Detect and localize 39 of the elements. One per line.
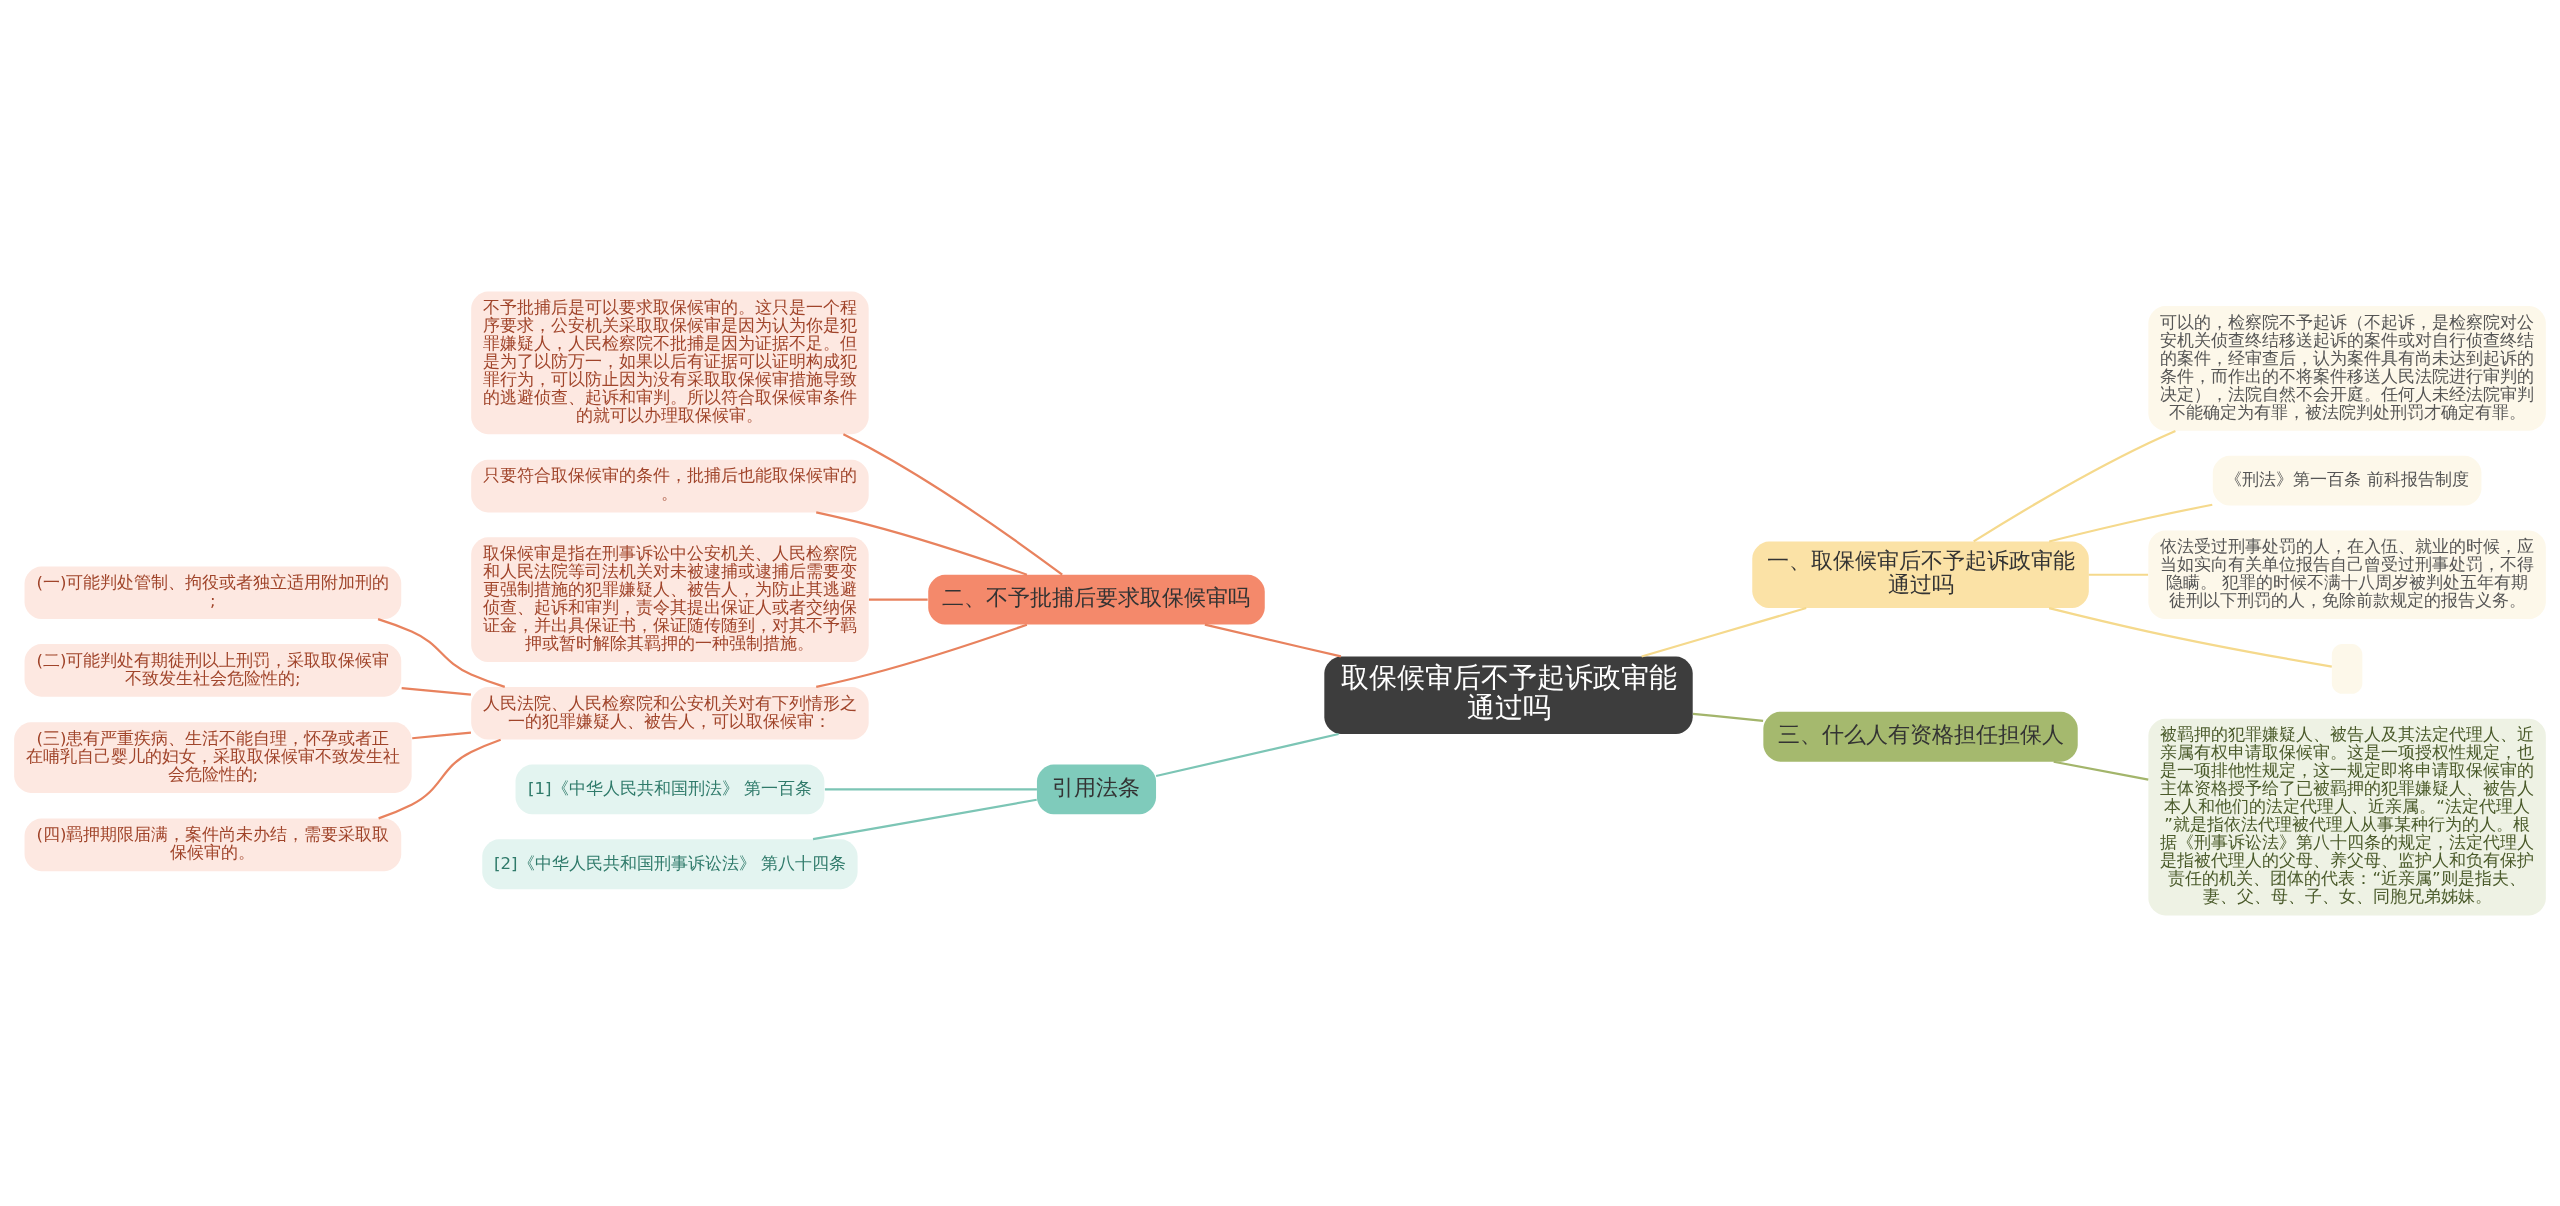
connector: [1692, 712, 1764, 722]
connector: [2088, 573, 2149, 576]
node-box: 人民法院、人民检察院和公安机关对有下列情形之一的犯罪嫌疑人、被告人，可以取保候审：: [471, 686, 869, 740]
node-box: 《刑法》第一百条 前科报告制度: [2212, 455, 2482, 505]
node-box: 只要符合取保候审的条件，批捕后也能取保候审的。: [471, 459, 869, 512]
connector: [2053, 760, 2149, 781]
connector: [377, 617, 506, 688]
node-box: 可以的，检察院不予起诉（不起诉，是检察院对公安机关侦查终结移送起诉的案件或对自行侦查终结的案件，经审查后，认为案件具有尚未达到起诉的条件，而作出的不将案件移送人民法院进行审判的决定），法院自然不会开庭。任何人未经法院审判不能确定为有罪，被法院判处刑罚才确定有罪。: [2148, 305, 2546, 431]
connector: [868, 598, 928, 601]
connector: [1155, 732, 1339, 777]
connector: [378, 738, 502, 819]
connector: [824, 787, 1037, 791]
node-box: [2331, 643, 2363, 694]
node-box: [2]《中华人民共和国刑事诉讼法》 第八十四条: [482, 838, 858, 889]
node-box: 被羁押的犯罪嫌疑人、被告人及其法定代理人、近亲属有权申请取保候审。这是一项授权性规定，也是一项排他性规定，这一规定即将申请取保候审的主体资格授予给了已被羁押的犯罪嫌疑人、被告人本人和他们的法定代理人、近亲属。“法定代理人”就是指依法代理被代理人从事某种行为的人。根据《刑事诉讼法》第八十四条的规定，法定代理人是指被代理人的父母、养父母、监护人和负有保护责任的机关、团体的代表：“近亲属”则是指夫、妻、父、母、子、女、同胞兄弟姊妹。: [2148, 718, 2546, 915]
connector: [2048, 503, 2213, 543]
node-box: 取保候审后不予起诉政审能通过吗: [1324, 655, 1693, 734]
connector: [1973, 429, 2176, 542]
node-box: [1]《中华人民共和国刑法》 第一百条: [515, 764, 825, 814]
connector: [1204, 623, 1342, 658]
node-box: 依法受过刑事处罚的人，在入伍、就业的时候，应当如实向有关单位报告自己曾受过刑事处罚，不得隐瞒。 犯罪的时候不满十八周岁被判处五年有期徒刑以下刑罚的人，免除前款规定的报告义务。: [2148, 529, 2546, 619]
node-box: (四)羁押期限届满，案件尚未办结，需要采取取保候审的。: [24, 818, 402, 871]
connector: [2048, 606, 2332, 668]
node-box: (三)患有严重疾病、生活不能自理，怀孕或者正在哺乳自己婴儿的妇女，采取取保候审不致发生社会危险性的;: [14, 721, 412, 793]
node-box: 二、不予批捕后要求取保候审吗: [928, 574, 1265, 625]
connector: [401, 686, 472, 696]
node-box: 不予批捕后是可以要求取保候审的。这只是一个程序要求，公安机关采取取保候审是因为认为你是犯罪嫌疑人，人民检察院不批捕是因为证据不足。但是为了以防万一，如果以后有证据可以证明构成犯罪行为，可以防止因为没有采取取保候审措施导致的逃避侦查、起诉和审判。所以符合取保候审条件的就可以办理取保候审。: [471, 291, 869, 434]
connector: [816, 510, 1028, 576]
connector: [812, 798, 1037, 840]
connector: [412, 730, 472, 739]
node-box: 引用法条: [1036, 764, 1157, 814]
node-box: 一、取保候审后不予起诉政审能通过吗: [1752, 541, 2089, 608]
node-box: 三、什么人有资格担任担保人: [1763, 711, 2078, 762]
node-box: (一)可能判处管制、拘役或者独立适用附加刑的;: [24, 565, 402, 619]
connector: [842, 432, 1063, 576]
connector: [1641, 606, 1807, 658]
connector: [816, 623, 1028, 688]
node-box: 取保候审是指在刑事诉讼中公安机关、人民检察院和人民法院等司法机关对未被逮捕或逮捕后需要变更强制措施的犯罪嫌疑人、被告人，为防止其逃避侦查、起诉和审判，责令其提出保证人或者交纳保证金，并出具保证书，保证随传随到，对其不予羁押或暂时解除其羁押的一种强制措施。: [471, 536, 869, 662]
node-box: (二)可能判处有期徒刑以上刑罚，采取取保候审不致发生社会危险性的;: [24, 643, 402, 697]
